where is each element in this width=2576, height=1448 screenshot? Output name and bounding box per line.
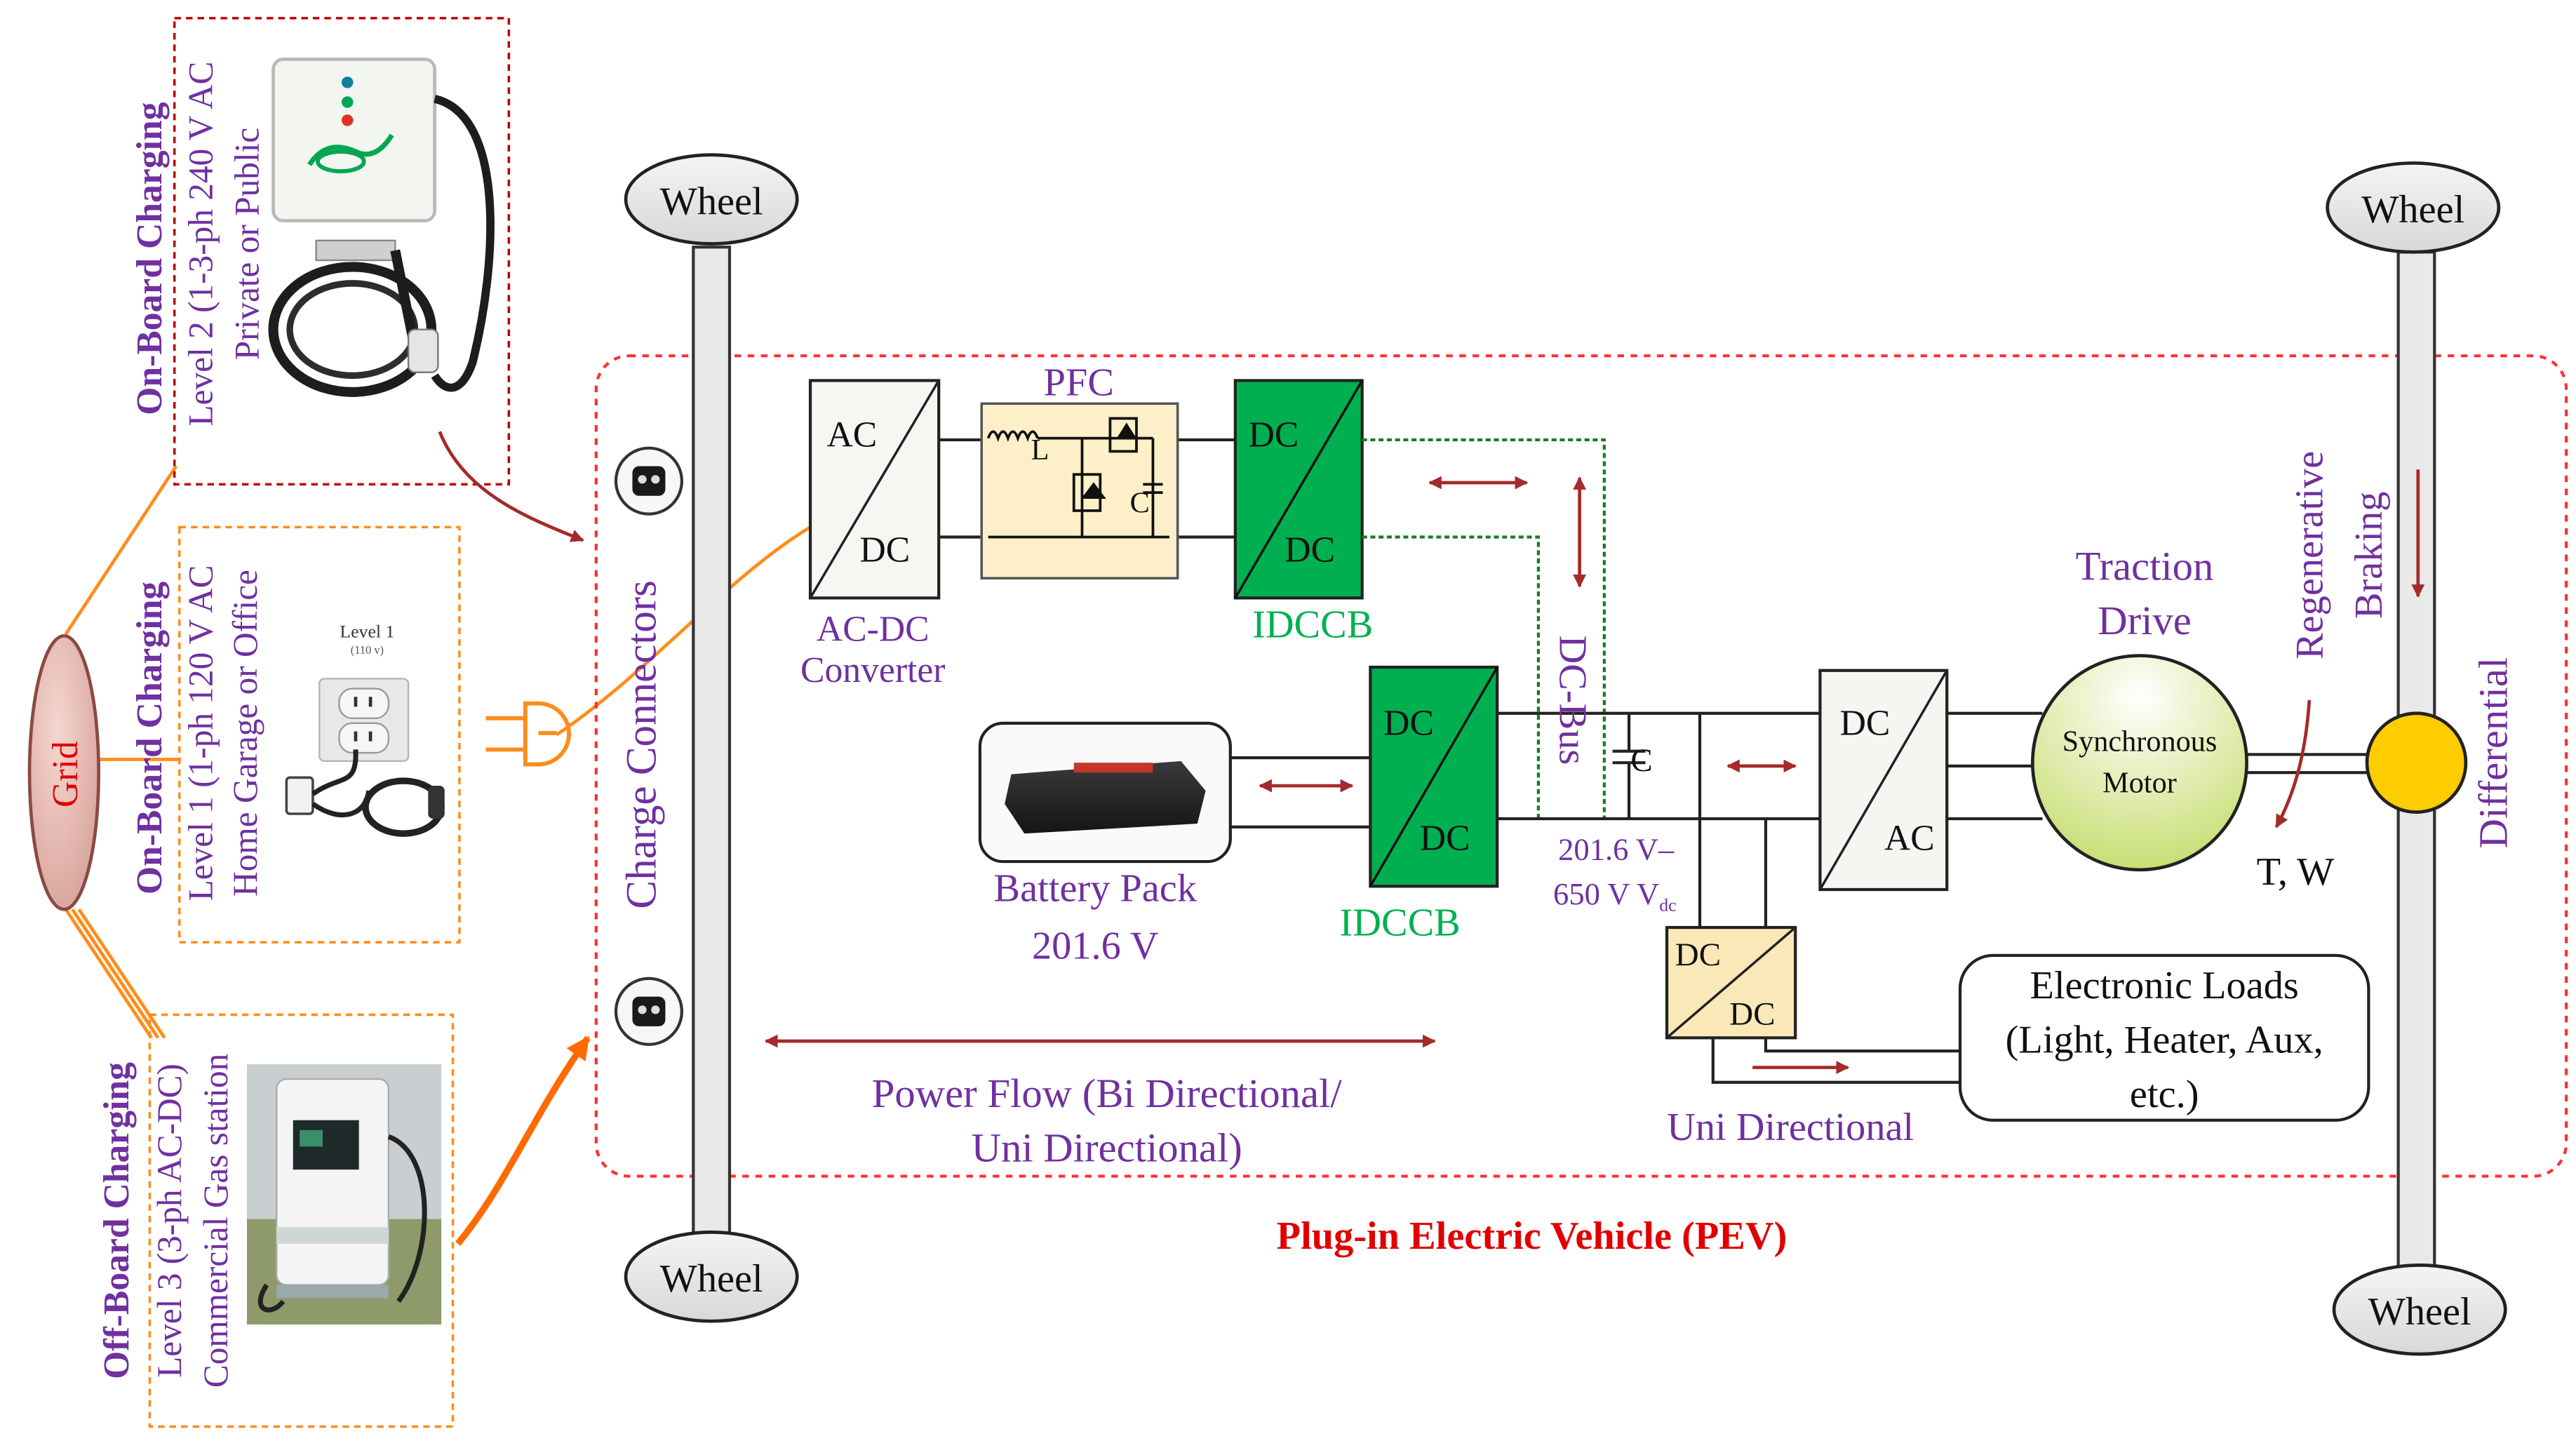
- level2-line1: Level 2 (1-3-ph 240 V AC: [182, 62, 220, 427]
- grid-lines: [64, 465, 182, 1039]
- aux-wires: [1711, 1038, 1961, 1084]
- front-top-wheel-label: Wheel: [660, 180, 763, 223]
- rear-axle: Wheel Wheel: [2326, 161, 2507, 1356]
- electronic-loads: Electronic Loads (Light, Heater, Aux, et…: [1958, 953, 2370, 1122]
- level3-title: Off-Board Charging: [97, 1062, 137, 1379]
- dc-bus-voltage1: 201.6 V–: [1558, 832, 1675, 867]
- rear-top-wheel-label: Wheel: [2361, 188, 2464, 232]
- aux-dc1: DC: [1675, 937, 1721, 973]
- regen-arrow: [2274, 699, 2312, 829]
- pfc-inductor: L: [1031, 434, 1049, 467]
- uni-directional-label: Uni Directional: [1667, 1106, 1914, 1149]
- pev-title: Plug-in Electric Vehicle (PEV): [1277, 1214, 1787, 1258]
- level2-title: On-Board Charging: [130, 102, 170, 415]
- acdc-caption1: AC-DC: [817, 609, 930, 649]
- level3-line1: Level 3 (3-ph AC-DC): [150, 1064, 189, 1378]
- rear-bottom-wheel: Wheel: [2332, 1263, 2507, 1356]
- loads-line1: Electronic Loads: [2030, 964, 2299, 1007]
- motor-phase-wires: [1947, 711, 2043, 821]
- outlet-label: Level 1: [340, 622, 394, 642]
- acdc-bottom: DC: [859, 530, 910, 570]
- charge-connector-top: [614, 446, 684, 516]
- acdc-converter: AC DC AC-DC Converter: [800, 379, 946, 690]
- loads-line2: (Light, Heater, Aux,: [2006, 1018, 2323, 1061]
- level3-panel: Off-Board Charging Level 3 (3-ph AC-DC) …: [97, 1013, 455, 1428]
- inverter-top: DC: [1840, 703, 1891, 743]
- idccb-bottom-dc2: DC: [1420, 819, 1470, 859]
- grid-label: Grid: [46, 741, 86, 807]
- pfc-title: PFC: [1044, 361, 1114, 405]
- differential-node: [2365, 711, 2468, 814]
- pev-boundary: [594, 354, 2568, 1178]
- motor-label1: Synchronous: [2062, 725, 2218, 758]
- dc-bus-capacitor: C: [1630, 742, 1652, 779]
- aux-dcdc: DC DC: [1665, 925, 1797, 1040]
- motor-shaft: [2246, 753, 2369, 775]
- idccb-top-caption: IDCCB: [1252, 603, 1373, 647]
- acdc-caption2: Converter: [800, 650, 946, 690]
- charge-connectors-label: Charge Connectors: [618, 580, 665, 909]
- dc-bus-voltage2: 650 V Vdc: [1553, 876, 1677, 915]
- front-top-wheel: Wheel: [624, 153, 799, 246]
- pfc-block: PFC L C: [980, 361, 1179, 579]
- power-flow-arrows: [764, 476, 1797, 1048]
- level3-line2: Commercial Gas station: [196, 1054, 235, 1388]
- charge-connector-bottom: [614, 977, 684, 1046]
- torque-label: T, W: [2257, 850, 2335, 894]
- dc-fast-charger-image: [246, 1064, 442, 1325]
- level1-panel: On-Board Charging Level 1 (1-ph 120 V AC…: [130, 525, 461, 944]
- dc-bus-label: DC-Bus: [1550, 636, 1594, 765]
- aux-dc2: DC: [1729, 996, 1775, 1033]
- level1-title: On-Board Charging: [130, 582, 170, 894]
- traction-label2: Drive: [2098, 598, 2192, 643]
- idccb-bottom-dc1: DC: [1383, 703, 1434, 743]
- level2-line2: Private or Public: [227, 128, 266, 360]
- motor-label2: Motor: [2102, 766, 2177, 799]
- front-axle: Wheel Wheel: [624, 153, 799, 1323]
- battery-pack: Battery Pack 201.6 V: [978, 721, 1232, 968]
- power-flow-line1: Power Flow (Bi Directional/: [872, 1071, 1343, 1116]
- power-flow-line2: Uni Directional): [972, 1125, 1242, 1170]
- acdc-top: AC: [827, 415, 878, 455]
- inverter: DC AC: [1818, 669, 1949, 892]
- rear-bottom-wheel-label: Wheel: [2368, 1290, 2471, 1334]
- level1-line2: Home Garage or Office: [226, 570, 264, 897]
- idccb-top: DC DC IDCCB: [1233, 379, 1373, 647]
- regen-line2: Braking: [2347, 492, 2391, 619]
- battery-wires: [1230, 756, 1371, 829]
- loads-line3: etc.): [2130, 1073, 2199, 1116]
- idccb-bottom: DC DC IDCCB: [1340, 665, 1499, 945]
- dc-bus-voltage2-sub: dc: [1659, 895, 1676, 916]
- front-bottom-wheel: Wheel: [624, 1231, 799, 1323]
- wall-outlet-image: Level 1 (110 v): [285, 622, 445, 837]
- differential-label: Differential: [2471, 657, 2516, 849]
- front-wires: [939, 438, 1235, 539]
- rear-top-wheel: Wheel: [2326, 161, 2501, 254]
- regen-line1: Regenerative: [2288, 451, 2332, 659]
- traction-motor: Traction Drive Synchronous Motor: [2031, 544, 2248, 872]
- traction-label1: Traction: [2076, 544, 2214, 589]
- dc-bus-wires: [1497, 711, 1820, 927]
- charging-feed-arrows: [438, 431, 812, 1246]
- level2-panel: On-Board Charging Level 2 (1-3-ph 240 V …: [130, 17, 511, 486]
- wall-charger-image: [268, 58, 495, 397]
- battery-label1: Battery Pack: [994, 866, 1198, 910]
- idccb-top-dc1: DC: [1249, 415, 1299, 455]
- battery-label2: 201.6 V: [1032, 925, 1159, 968]
- outlet-sub-label: (110 v): [351, 643, 384, 657]
- dc-bus-top-wires: [1362, 438, 1606, 819]
- pfc-capacitor: C: [1130, 486, 1150, 519]
- idccb-bottom-caption: IDCCB: [1340, 901, 1461, 945]
- plug-icon: [485, 701, 571, 767]
- level1-line1: Level 1 (1-ph 120 V AC: [182, 565, 220, 901]
- front-bottom-wheel-label: Wheel: [660, 1257, 763, 1301]
- dc-bus-voltage2-main: 650 V V: [1553, 876, 1659, 911]
- idccb-top-dc2: DC: [1284, 530, 1335, 570]
- grid-node: Grid: [27, 634, 101, 911]
- inverter-bottom: AC: [1884, 819, 1935, 859]
